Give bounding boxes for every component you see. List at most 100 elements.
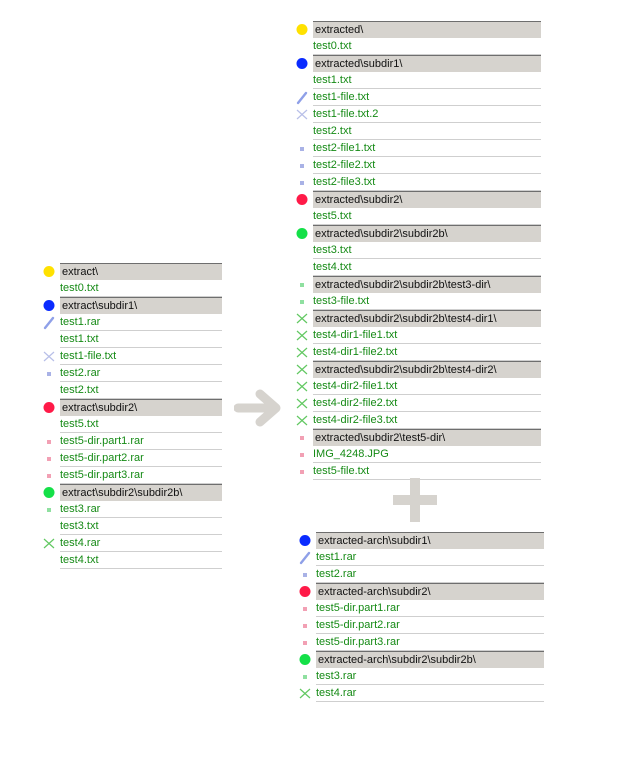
- cross-icon: [298, 685, 314, 702]
- blank-icon: [295, 72, 311, 89]
- file-name: test2-file3.txt: [313, 174, 541, 191]
- pen-icon: [298, 549, 314, 566]
- file-row: test3.rar: [42, 501, 222, 518]
- green-dot-icon: [295, 225, 311, 242]
- file-name: test5.txt: [313, 208, 541, 225]
- green-square-icon: [295, 276, 311, 293]
- file-name: test5-dir.part1.rar: [60, 433, 222, 450]
- folder-row: extracted-arch\subdir2\subdir2b\: [298, 651, 544, 668]
- folder-path: extracted\subdir2\: [313, 191, 541, 208]
- file-name: test4-dir1-file2.txt: [313, 344, 541, 361]
- file-name: test1.rar: [316, 549, 544, 566]
- blue-dot-icon: [295, 55, 311, 72]
- green-square-icon: [295, 293, 311, 310]
- blank-icon: [295, 259, 311, 276]
- blue-square-icon: [298, 566, 314, 583]
- file-row: test1.rar: [42, 314, 222, 331]
- file-name: test3.txt: [313, 242, 541, 259]
- file-row: test5-file.txt: [295, 463, 541, 480]
- file-row: test2-file3.txt: [295, 174, 541, 191]
- file-row: test4.rar: [298, 685, 544, 702]
- folder-row: extracted\subdir2\: [295, 191, 541, 208]
- green-square-icon: [298, 668, 314, 685]
- folder-row: extracted\subdir2\test5-dir\: [295, 429, 541, 446]
- file-row: test5.txt: [42, 416, 222, 433]
- blank-icon: [42, 382, 58, 399]
- file-row: test4.txt: [42, 552, 222, 569]
- file-row: test1.txt: [295, 72, 541, 89]
- file-name: test4-dir1-file1.txt: [313, 327, 541, 344]
- file-row: test1-file.txt.2: [295, 106, 541, 123]
- red-dot-icon: [295, 191, 311, 208]
- cross-icon: [295, 395, 311, 412]
- file-name: test2.rar: [316, 566, 544, 583]
- plus-icon: [393, 478, 437, 522]
- file-name: test1-file.txt: [313, 89, 541, 106]
- pink-square-icon: [42, 467, 58, 484]
- blue-square-icon: [295, 140, 311, 157]
- file-row: test2-file2.txt: [295, 157, 541, 174]
- file-row: test3.txt: [42, 518, 222, 535]
- file-name: test1.txt: [60, 331, 222, 348]
- folder-path: extracted\subdir2\test5-dir\: [313, 429, 541, 446]
- file-name: test3-file.txt: [313, 293, 541, 310]
- cross-icon: [295, 327, 311, 344]
- folder-path: extract\subdir2\subdir2b\: [60, 484, 222, 501]
- folder-row: extracted\subdir2\subdir2b\test4-dir2\: [295, 361, 541, 378]
- file-name: test2-file2.txt: [313, 157, 541, 174]
- blank-icon: [42, 416, 58, 433]
- folder-path: extracted\subdir2\subdir2b\test4-dir1\: [313, 310, 541, 327]
- file-name: test0.txt: [313, 38, 541, 55]
- file-row: test4-dir1-file2.txt: [295, 344, 541, 361]
- file-name: test5-dir.part2.rar: [316, 617, 544, 634]
- file-name: test4.rar: [316, 685, 544, 702]
- file-row: test1-file.txt: [42, 348, 222, 365]
- file-name: test1.txt: [313, 72, 541, 89]
- blank-icon: [42, 518, 58, 535]
- blue-dot-icon: [42, 297, 58, 314]
- file-row: test4.rar: [42, 535, 222, 552]
- red-dot-icon: [298, 583, 314, 600]
- pink-square-icon: [298, 634, 314, 651]
- file-row: test2.rar: [298, 566, 544, 583]
- yellow-dot-icon: [295, 21, 311, 38]
- file-row: test0.txt: [42, 280, 222, 297]
- folder-row: extracted\: [295, 21, 541, 38]
- folder-path: extracted\subdir1\: [313, 55, 541, 72]
- blue-square-icon: [295, 157, 311, 174]
- file-name: test2-file1.txt: [313, 140, 541, 157]
- folder-row: extracted-arch\subdir1\: [298, 532, 544, 549]
- cross-icon: [295, 361, 311, 378]
- folder-path: extracted\subdir2\subdir2b\test4-dir2\: [313, 361, 541, 378]
- file-row: test2-file1.txt: [295, 140, 541, 157]
- folder-path: extracted\subdir2\subdir2b\test3-dir\: [313, 276, 541, 293]
- cross-icon: [295, 412, 311, 429]
- yellow-dot-icon: [42, 263, 58, 280]
- file-row: test0.txt: [295, 38, 541, 55]
- cross-icon: [42, 348, 58, 365]
- file-name: test3.rar: [60, 501, 222, 518]
- folder-path: extracted-arch\subdir1\: [316, 532, 544, 549]
- file-name: test5-dir.part1.rar: [316, 600, 544, 617]
- pen-icon: [295, 89, 311, 106]
- cross-icon: [295, 310, 311, 327]
- file-name: test5-dir.part3.rar: [316, 634, 544, 651]
- folder-row: extract\subdir1\: [42, 297, 222, 314]
- file-name: test3.rar: [316, 668, 544, 685]
- folder-row: extracted\subdir2\subdir2b\test3-dir\: [295, 276, 541, 293]
- file-row: test5-dir.part1.rar: [42, 433, 222, 450]
- blue-dot-icon: [298, 532, 314, 549]
- green-square-icon: [42, 501, 58, 518]
- blank-icon: [42, 552, 58, 569]
- file-row: test3-file.txt: [295, 293, 541, 310]
- file-name: test2.rar: [60, 365, 222, 382]
- file-name: test4-dir2-file3.txt: [313, 412, 541, 429]
- file-name: test5-file.txt: [313, 463, 541, 480]
- file-name: test4.rar: [60, 535, 222, 552]
- file-row: test4-dir2-file2.txt: [295, 395, 541, 412]
- folder-path: extracted\: [313, 21, 541, 38]
- cross-icon: [42, 535, 58, 552]
- pink-square-icon: [42, 450, 58, 467]
- file-row: test1-file.txt: [295, 89, 541, 106]
- red-dot-icon: [42, 399, 58, 416]
